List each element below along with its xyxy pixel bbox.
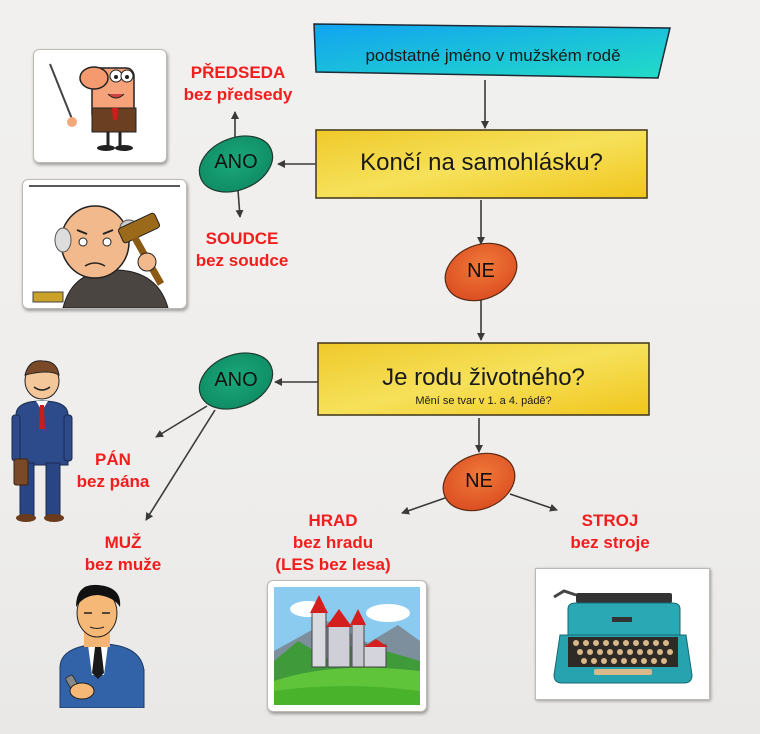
no1-oval: [444, 242, 518, 302]
example-word: STROJ: [581, 511, 639, 530]
example-word: MUŽ: [104, 533, 142, 552]
yes1-oval: [198, 135, 274, 193]
castle-landscape-icon: [274, 587, 420, 705]
businessman-illustration: [11, 360, 73, 522]
no2-label: NE: [465, 470, 493, 492]
man-with-phone-illustration: [59, 584, 145, 708]
typewriter-image: [535, 568, 710, 700]
example-word: HRAD: [308, 511, 358, 530]
example-stroj: STROJ bez stroje: [550, 510, 670, 554]
judge-cartoon-icon: [29, 185, 180, 308]
example-predseda: PŘEDSEDA bez předsedy: [168, 62, 308, 106]
example-muz: MUŽ bez muže: [68, 532, 178, 576]
start-text: podstatné jméno v mužském rodě: [365, 46, 621, 65]
question1-text: Končí na samohlásku?: [360, 149, 603, 176]
example-soudce: SOUDCE bez soudce: [172, 228, 312, 272]
example-genitive: bez hradu: [292, 533, 374, 552]
example-genitive: bez pána: [76, 472, 150, 491]
typewriter-icon: [553, 589, 693, 684]
example-hrad: HRAD bez hradu (LES bez lesa): [258, 510, 408, 576]
no2-oval: [442, 452, 516, 512]
example-genitive: bez předsedy: [183, 85, 293, 104]
start-shape: [313, 23, 671, 79]
example-extra: (LES bez lesa): [275, 555, 391, 574]
man-with-phone-cartoon-icon: [59, 584, 145, 708]
example-word: PŘEDSEDA: [190, 63, 286, 82]
yes1-label: ANO: [214, 151, 258, 173]
yes2-label: ANO: [214, 369, 258, 391]
example-genitive: bez muže: [84, 555, 162, 574]
question2-box: [317, 342, 650, 416]
chairman-image: [33, 49, 167, 163]
example-word: PÁN: [95, 450, 131, 469]
example-genitive: bez soudce: [195, 251, 289, 270]
question1-box: [315, 129, 648, 199]
castle-image: [267, 580, 427, 712]
no1-label: NE: [467, 260, 495, 282]
question2-subtext: Mění se tvar v 1. a 4. pádě?: [415, 395, 552, 407]
chairman-cartoon-icon: [49, 63, 137, 151]
yes2-oval: [198, 352, 274, 410]
example-word: SOUDCE: [205, 229, 279, 248]
example-genitive: bez stroje: [570, 533, 650, 552]
judge-image: [22, 179, 187, 309]
question2-text: Je rodu životného?: [382, 364, 585, 391]
businessman-cartoon-icon: [11, 360, 73, 522]
example-pan: PÁN bez pána: [58, 449, 168, 493]
